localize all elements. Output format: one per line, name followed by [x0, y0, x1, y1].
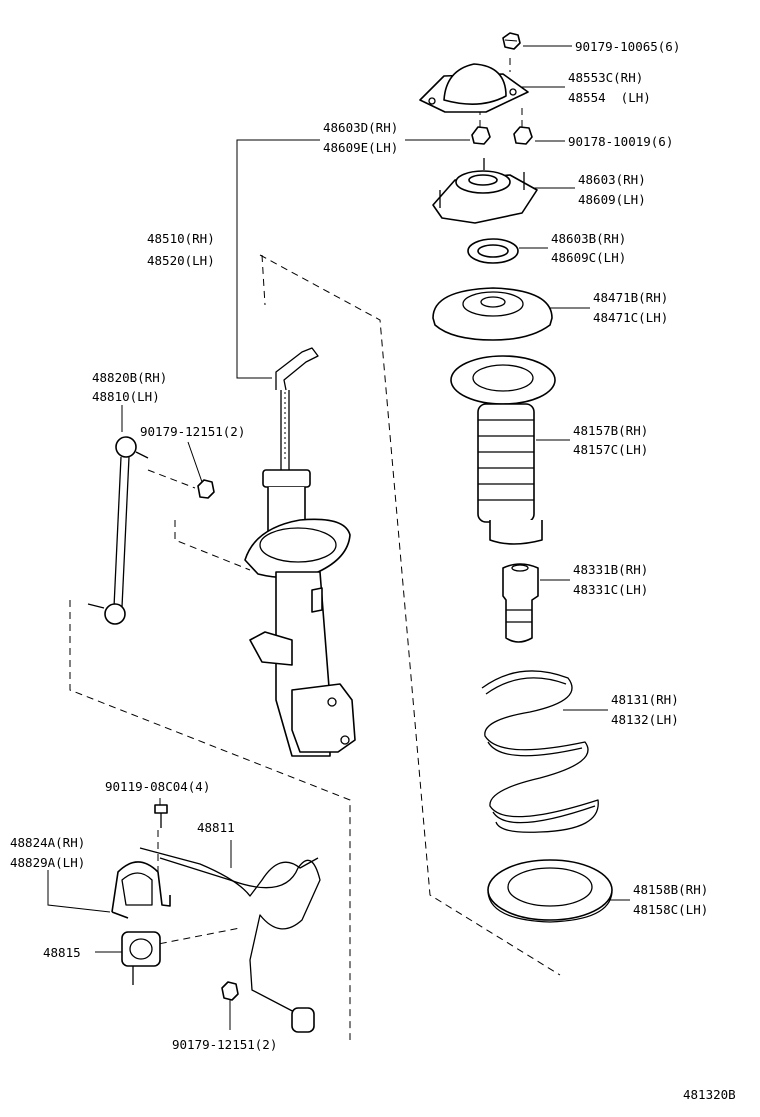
label-dust-boot-rh: 48157B(RH)	[573, 423, 648, 438]
top-nut-part	[502, 32, 521, 50]
support-nuts-part	[471, 126, 533, 145]
label-bushing: 48815	[43, 945, 81, 960]
label-shock-bracket-rh: 48603D(RH)	[323, 120, 398, 135]
label-insulator-lh: 48158C(LH)	[633, 902, 708, 917]
bearing-part	[467, 238, 519, 264]
label-support-cover-lh: 48554 (LH)	[568, 90, 651, 105]
label-shock-bracket-lh: 48609E(LH)	[323, 140, 398, 155]
bar-nut-part	[221, 981, 239, 1001]
label-nut-top: 90179-10065(6)	[575, 39, 680, 54]
label-stabilizer-bar: 48811	[197, 820, 235, 835]
stabilizer-bar-part	[139, 847, 321, 1033]
stabilizer-bushing-part	[121, 931, 161, 985]
label-bracket-bolt: 90119-08C04(4)	[105, 779, 210, 794]
spring-insulator-part	[487, 859, 613, 923]
label-spring-seat-lh: 48471C(LH)	[593, 310, 668, 325]
label-bushing-bracket-lh: 48829A(LH)	[10, 855, 85, 870]
label-link-rh: 48820B(RH)	[92, 370, 167, 385]
link-nut-part	[197, 479, 215, 499]
label-spring-seat-rh: 48471B(RH)	[593, 290, 668, 305]
label-nut-support: 90178-10019(6)	[568, 134, 673, 149]
label-coil-spring-rh: 48131(RH)	[611, 692, 679, 707]
bracket-bolt-part	[154, 804, 168, 828]
assembly-lines	[69, 58, 561, 1040]
label-insulator-rh: 48158B(RH)	[633, 882, 708, 897]
label-suspension-support-rh: 48603(RH)	[578, 172, 646, 187]
bump-stopper-part	[502, 563, 539, 643]
stabilizer-link-part	[87, 436, 149, 625]
dust-boot-part	[450, 355, 556, 545]
label-absorber-rh: 48510(RH)	[147, 231, 215, 246]
label-bearing-lh: 48609C(LH)	[551, 250, 626, 265]
bushing-bracket-part	[111, 861, 171, 919]
label-bushing-bracket-rh: 48824A(RH)	[10, 835, 85, 850]
label-link-lh: 48810(LH)	[92, 389, 160, 404]
support-cover-part	[419, 63, 529, 113]
label-suspension-support-lh: 48609(LH)	[578, 192, 646, 207]
suspension-support-part	[432, 158, 538, 224]
label-bearing-rh: 48603B(RH)	[551, 231, 626, 246]
coil-spring-part	[481, 670, 599, 833]
label-coil-spring-lh: 48132(LH)	[611, 712, 679, 727]
label-absorber-lh: 48520(LH)	[147, 253, 215, 268]
label-link-nut: 90179-12151(2)	[140, 424, 245, 439]
strut-assembly-part	[244, 347, 356, 757]
label-support-cover-rh: 48553C(RH)	[568, 70, 643, 85]
part-labels: 90179-10065(6) 48553C(RH) 48554 (LH) 901…	[10, 39, 736, 1102]
label-bump-stopper-rh: 48331B(RH)	[573, 562, 648, 577]
diagram-reference: 481320B	[683, 1087, 736, 1102]
label-dust-boot-lh: 48157C(LH)	[573, 442, 648, 457]
label-bar-nut: 90179-12151(2)	[172, 1037, 277, 1052]
upper-spring-seat-part	[432, 287, 553, 341]
label-bump-stopper-lh: 48331C(LH)	[573, 582, 648, 597]
